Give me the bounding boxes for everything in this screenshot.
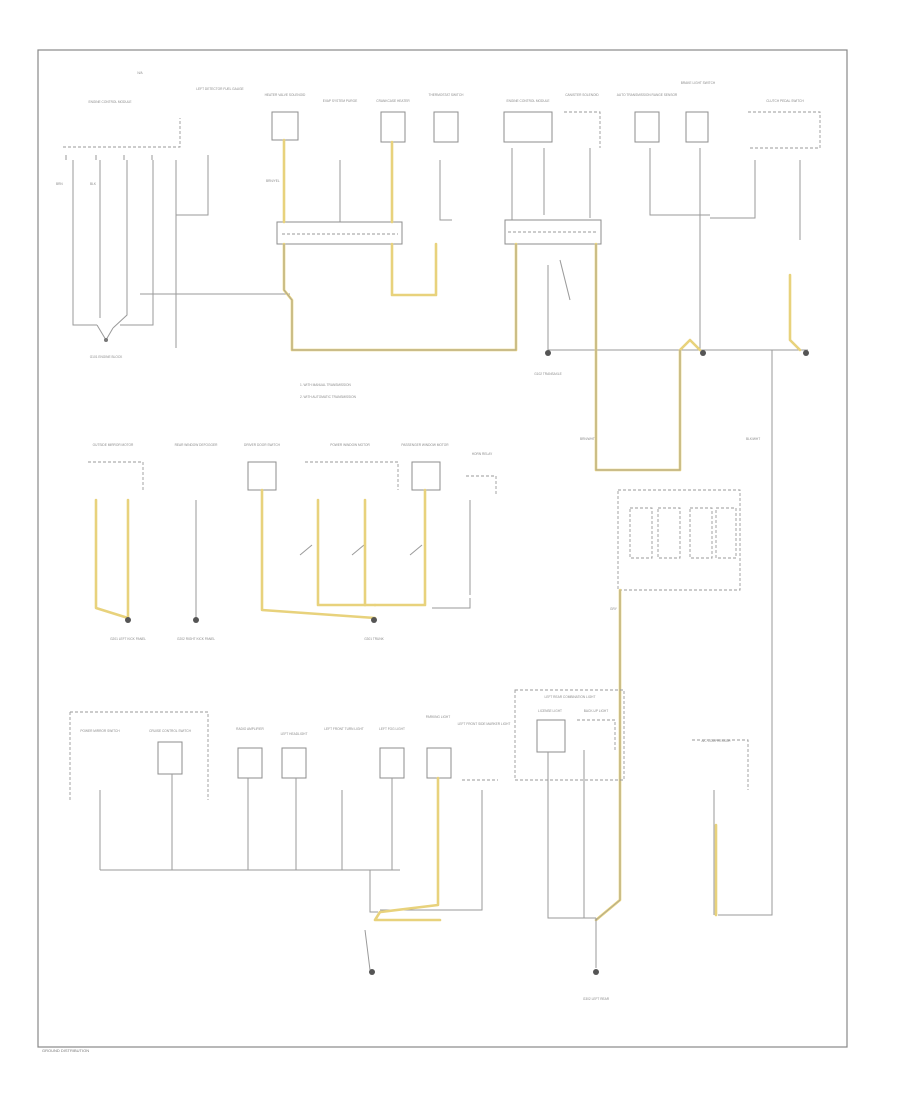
top-connector-row — [65, 155, 209, 160]
label-left-headlight: LEFT HEADLIGHT — [281, 732, 308, 736]
license-light-box — [536, 719, 566, 753]
ecm-ground-wires — [72, 160, 290, 348]
mirror-switch-enclosure — [70, 711, 209, 800]
label-ground-g302: G302 LEFT REAR — [583, 997, 610, 1001]
middle-wires — [195, 500, 471, 618]
label-license-light: LICENSE LIGHT — [538, 709, 562, 713]
ground-g101-icon — [96, 324, 114, 342]
label-power-window-motor: POWER WINDOW MOTOR — [330, 443, 370, 447]
horn-relay-enclosure — [466, 475, 497, 495]
label-ac-compressor: A/C COMPRESSOR — [701, 739, 731, 743]
wire-tag-4: BRN/WHT — [580, 437, 595, 441]
rear-light-enclosure — [514, 689, 625, 781]
label-driver-door-switch: DRIVER DOOR SWITCH — [244, 443, 281, 447]
wire-tag-3: BRN/YEL — [266, 179, 280, 183]
heater-valve-solenoid-box — [271, 111, 299, 141]
label-ground-g101: G101 ENGINE BLOCK — [90, 355, 123, 359]
mirror-motor-enclosure — [88, 461, 144, 490]
label-ground-g102: G102 TRANSAXLE — [534, 372, 562, 376]
ground-g102-icon — [545, 350, 551, 356]
figure-label: GROUND DISTRIBUTION — [42, 1048, 89, 1053]
wire-tag-6: GRY — [610, 607, 618, 611]
label-evap-purge: EVAP SYSTEM PURGE — [323, 99, 357, 103]
label-left-fog-light: LEFT FOG LIGHT — [379, 727, 405, 731]
brake-light-switch-box — [634, 111, 660, 143]
label-heater-valve: HEATER VALVE SOLENOID — [265, 93, 306, 97]
label-horn-relay: HORN RELAY — [472, 452, 493, 456]
ground-g301-icon — [371, 617, 377, 623]
label-radio-amplifier: RADIO AMPLIFIER — [236, 727, 264, 731]
label-ecm-right: ENGINE CONTROL MODULE — [506, 99, 549, 103]
diagram-border — [37, 49, 848, 1048]
label-brake-light-switch: BRAKE LIGHT SWITCH — [681, 81, 716, 85]
yellow-wires-bottom — [373, 776, 718, 922]
label-rear-defogger: REAR WINDOW DEFOGGER — [175, 443, 219, 447]
wire-tag-5: BLK/WHT — [746, 437, 760, 441]
label-left-turn-light: LEFT FRONT TURN LIGHT — [324, 727, 364, 731]
yellow-wires-middle — [94, 488, 427, 620]
label-clutch-pedal-switch: CLUTCH PEDAL SWITCH — [766, 99, 804, 103]
label-ground-g202: G202 RIGHT KICK PANEL — [177, 637, 215, 641]
wire-tag-2: BLK — [90, 182, 97, 186]
junction-far-right-icon — [803, 350, 809, 356]
ecm-right-box — [503, 111, 553, 143]
top-right-wires — [339, 148, 808, 916]
radio-amplifier-box — [237, 747, 263, 779]
label-crankcase-heater: CRANKCASE HEATER — [376, 99, 410, 103]
yellow-wires-top — [282, 138, 802, 472]
note-1: 1. WITH MANUAL TRANSMISSION — [300, 383, 352, 387]
canister-enclosure — [564, 111, 601, 148]
cruise-switch-box — [157, 741, 183, 775]
label-atr-sensor: AUTO TRANSMISSION RANGE SENSOR — [617, 93, 678, 97]
fuse-relay-internals — [629, 507, 737, 559]
label-ground-g201: G201 LEFT KICK PANEL — [110, 637, 146, 641]
label-thermostat-switch: THERMOSTAT SWITCH — [429, 93, 465, 97]
left-marker-box — [426, 747, 452, 779]
fuse-relay-block — [617, 489, 741, 591]
label-ecm-left: ENGINE CONTROL MODULE — [88, 100, 131, 104]
ground-g201-icon — [125, 617, 131, 623]
thermostat-switch-box — [433, 111, 459, 143]
label-rear-combination: LEFT REAR COMBINATION LIGHT — [545, 695, 596, 699]
ground-bottom-left-icon — [369, 969, 375, 975]
label-power-mirror-switch: POWER MIRROR SWITCH — [80, 729, 120, 733]
label-top-note: N/A — [137, 71, 143, 75]
ground-g302-icon — [593, 969, 599, 975]
note-2: 2. WITH AUTOMATIC TRANSMISSION — [300, 395, 357, 399]
passenger-window-box — [411, 461, 441, 491]
driver-door-switch-box — [247, 461, 277, 491]
yellow-wire-fuse-block — [594, 588, 622, 922]
label-cruise-switch: CRUISE CONTROL SWITCH — [149, 729, 192, 733]
label-canister-solenoid: CANISTER SOLENOID — [565, 93, 599, 97]
ac-compressor-enclosure — [692, 739, 749, 790]
bottom-wires — [99, 750, 715, 971]
splice-pack-left — [276, 221, 403, 245]
label-parking-light: PARKING LIGHT — [426, 715, 450, 719]
label-left-detector: LEFT DETECTOR FUEL GAUGE — [196, 87, 243, 91]
power-window-enclosure — [305, 461, 399, 490]
crankcase-heater-box — [380, 111, 406, 143]
right-top-enclosure — [748, 111, 821, 149]
label-side-marker: LEFT FRONT SIDE MARKER LIGHT — [458, 722, 511, 726]
wire-tag-1: BRN — [56, 182, 63, 186]
label-backup-light: BACK-UP LIGHT — [584, 709, 608, 713]
label-ground-g301: G301 TRUNK — [364, 637, 384, 641]
clutch-pedal-switch-box — [685, 111, 709, 143]
junction-right-icon — [700, 350, 706, 356]
left-fog-light-box — [379, 747, 405, 779]
left-headlight-box — [281, 747, 307, 779]
ecm-left-enclosure — [63, 118, 181, 148]
ground-g202-icon — [193, 617, 199, 623]
label-passenger-window: PASSENGER WINDOW MOTOR — [401, 443, 449, 447]
label-mirror-motor: OUTSIDE MIRROR MOTOR — [93, 443, 134, 447]
